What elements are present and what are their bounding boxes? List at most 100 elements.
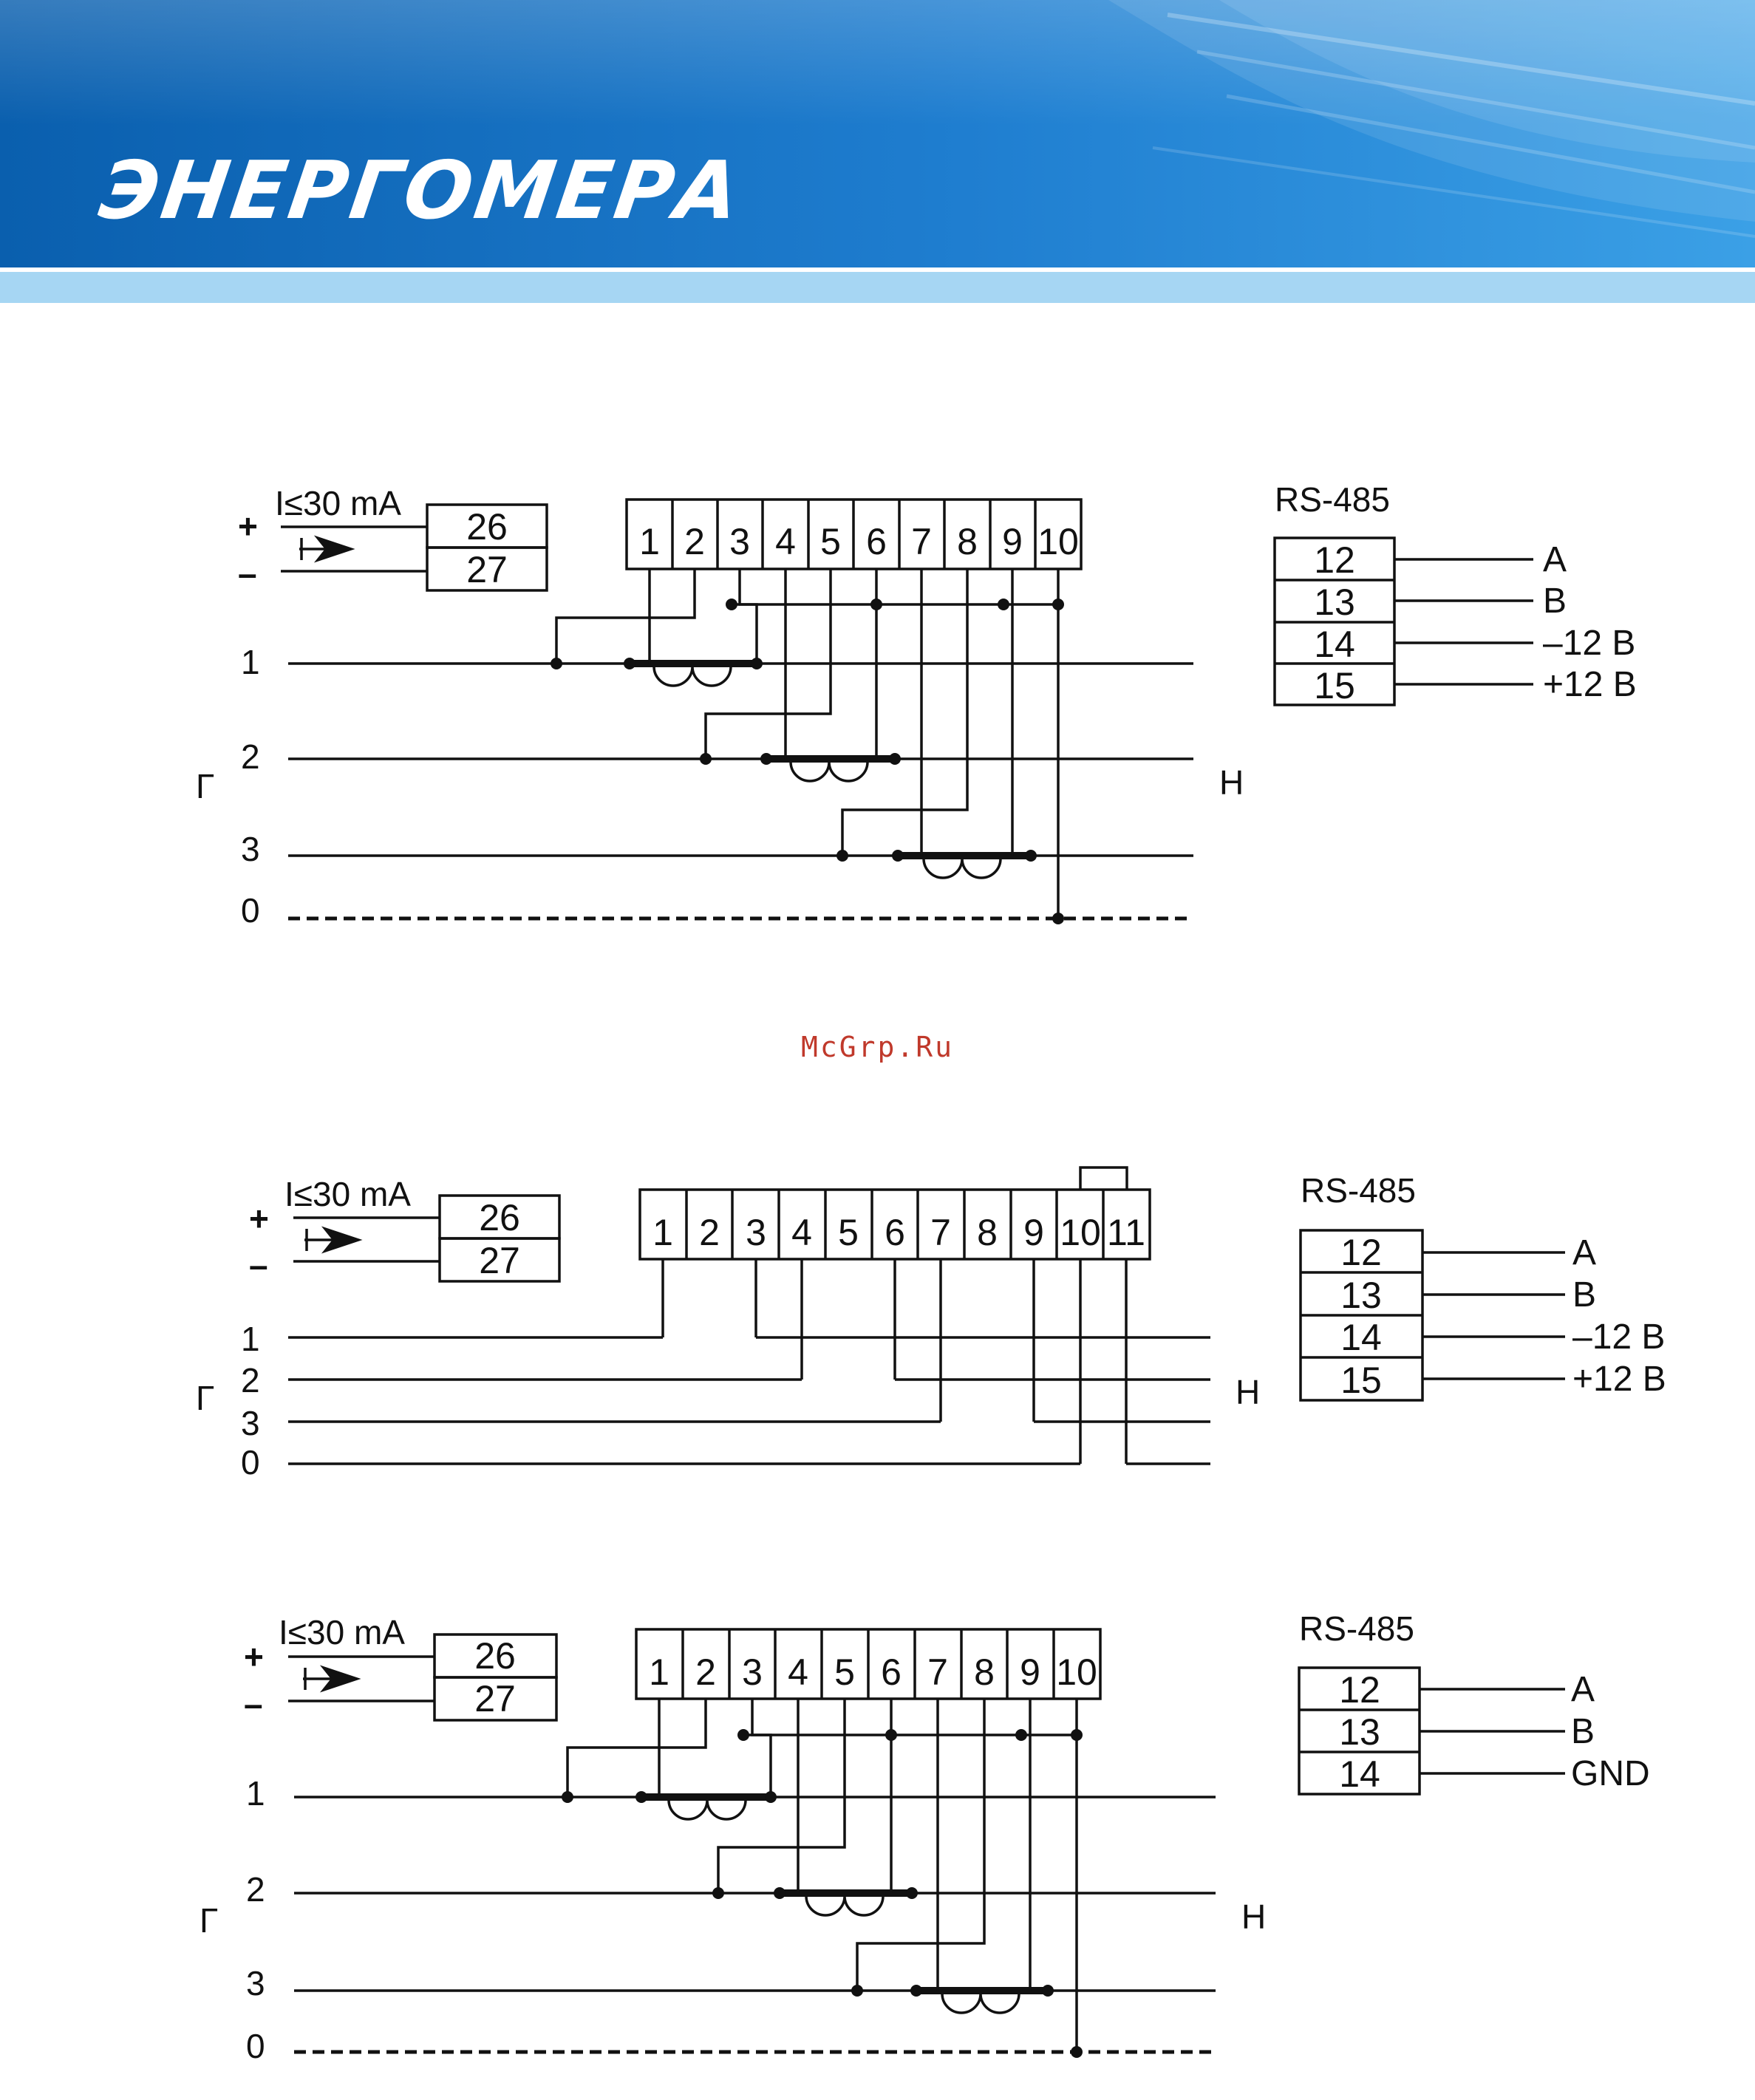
terminal-7: 7 [927, 1651, 948, 1693]
load-side-label: Н [1236, 1373, 1260, 1411]
rs-terminal-13: 13 [1314, 582, 1355, 623]
terminal-9: 9 [1020, 1651, 1040, 1693]
optocoupler-arrow-icon [303, 1665, 361, 1693]
rs-output-a: A [1571, 1670, 1595, 1709]
rs485-title: RS-485 [1299, 1609, 1414, 1648]
diagram-1: I≤30 mA + – 26 27 1 2 3 4 5 6 7 8 9 [196, 480, 1637, 930]
terminal-5: 5 [820, 521, 841, 562]
rs-output-b: B [1543, 582, 1567, 621]
terminal-7: 7 [911, 521, 932, 562]
terminal-8: 8 [957, 521, 978, 562]
rs-terminal-14: 14 [1339, 1753, 1380, 1795]
current-label: I≤30 mA [279, 1613, 405, 1651]
rs-output-plus12: +12 В [1543, 665, 1637, 704]
terminal-2: 2 [684, 521, 705, 562]
plus-sign: + [249, 1199, 269, 1238]
rs-terminal-12: 12 [1340, 1232, 1382, 1273]
terminal-7: 7 [930, 1212, 951, 1253]
rs-terminal-13: 13 [1339, 1711, 1380, 1753]
line-label-0: 0 [241, 1443, 260, 1482]
header-banner: ЭНЕРГОМЕРА [0, 0, 1755, 304]
terminal-9: 9 [1002, 521, 1023, 562]
terminal-27: 27 [466, 549, 508, 590]
plus-sign: + [238, 507, 258, 545]
line-label-1: 1 [246, 1774, 265, 1813]
line-label-1: 1 [241, 643, 260, 681]
terminal-3: 3 [746, 1212, 766, 1253]
rs-output-b: B [1572, 1275, 1596, 1315]
line-label-1: 1 [241, 1320, 260, 1358]
terminal-4: 4 [775, 521, 796, 562]
minus-sign: – [249, 1246, 268, 1284]
optocoupler-arrow-icon [304, 1226, 363, 1254]
rs-output-plus12: +12 В [1572, 1360, 1666, 1399]
terminal-26: 26 [474, 1635, 516, 1677]
minus-sign: – [244, 1685, 263, 1723]
line-label-0: 0 [241, 891, 260, 930]
optocoupler-arrow-icon [299, 535, 355, 563]
line-label-2: 2 [241, 737, 260, 776]
terminal-27: 27 [479, 1240, 520, 1281]
terminal-8: 8 [974, 1651, 995, 1693]
terminal-11: 11 [1107, 1212, 1145, 1253]
line-label-2: 2 [241, 1361, 260, 1400]
plus-sign: + [244, 1637, 264, 1676]
line-label-3: 3 [241, 830, 260, 868]
terminal-2: 2 [695, 1651, 716, 1693]
terminal-6: 6 [881, 1651, 902, 1693]
generator-side-label: Г [196, 1379, 214, 1417]
rs-output-gnd: GND [1571, 1754, 1650, 1793]
rs-output-minus12: –12 В [1572, 1317, 1665, 1357]
terminal-2: 2 [699, 1212, 720, 1253]
minus-sign: – [238, 554, 257, 593]
rs485-title: RS-485 [1275, 480, 1390, 519]
terminal-8: 8 [977, 1212, 998, 1253]
terminal-1: 1 [649, 1651, 669, 1693]
terminal-5: 5 [838, 1212, 859, 1253]
terminal-3: 3 [742, 1651, 763, 1693]
terminal-3: 3 [729, 521, 750, 562]
rs-output-a: A [1543, 540, 1567, 579]
rs-terminal-13: 13 [1340, 1275, 1382, 1316]
terminal-4: 4 [791, 1212, 812, 1253]
terminal-10: 10 [1037, 521, 1079, 562]
current-label: I≤30 mA [275, 484, 401, 522]
terminal-1: 1 [652, 1212, 673, 1253]
current-label: I≤30 mA [284, 1175, 411, 1213]
terminal-4: 4 [788, 1651, 808, 1693]
terminal-26: 26 [466, 506, 508, 548]
rs-terminal-14: 14 [1314, 624, 1355, 665]
terminal-6: 6 [866, 521, 887, 562]
generator-side-label: Г [196, 767, 214, 805]
rs-output-a: A [1572, 1233, 1596, 1272]
rs-output-b: B [1571, 1712, 1595, 1751]
watermark: McGrp.Ru [800, 1031, 955, 1063]
terminal-10: 10 [1056, 1651, 1097, 1693]
rs-terminal-15: 15 [1314, 665, 1355, 706]
load-side-label: Н [1219, 763, 1244, 802]
rs-terminal-15: 15 [1340, 1360, 1382, 1401]
terminal-1: 1 [639, 521, 660, 562]
rs-terminal-14: 14 [1340, 1317, 1382, 1358]
diagram-2: I≤30 mA + – 26 27 1 2 3 4 5 6 7 8 9 [196, 1166, 1666, 1482]
terminal-10: 10 [1060, 1212, 1101, 1253]
line-label-0: 0 [246, 2027, 265, 2065]
load-side-label: Н [1241, 1898, 1266, 1936]
rs-output-minus12: –12 В [1543, 624, 1635, 663]
terminal-5: 5 [834, 1651, 855, 1693]
terminal-26: 26 [479, 1197, 520, 1238]
rs485-title: RS-485 [1301, 1171, 1416, 1210]
rs-terminal-12: 12 [1339, 1669, 1380, 1711]
diagram-3: I≤30 mA + – 26 27 1 2 3 4 5 6 7 8 9 1 [200, 1609, 1650, 2065]
jumper-10-11 [1079, 1166, 1128, 1190]
banner-background [0, 0, 1755, 303]
line-label-2: 2 [246, 1870, 265, 1909]
line-label-3: 3 [241, 1404, 260, 1442]
terminal-6: 6 [885, 1212, 905, 1253]
line-label-3: 3 [246, 1964, 265, 2002]
rs-terminal-12: 12 [1314, 539, 1355, 581]
generator-side-label: Г [200, 1901, 218, 1940]
terminal-9: 9 [1023, 1212, 1044, 1253]
terminal-27: 27 [474, 1678, 516, 1719]
